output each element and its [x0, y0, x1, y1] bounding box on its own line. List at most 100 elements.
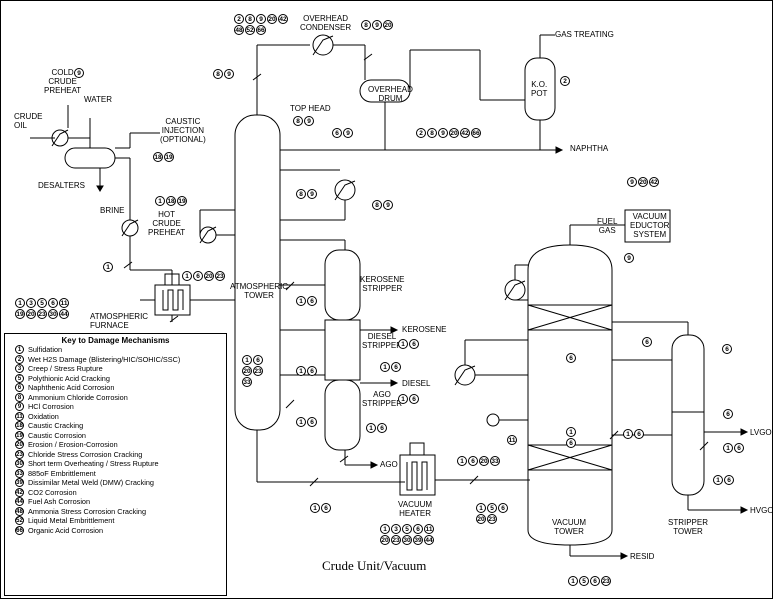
damage-marker: 6: [724, 475, 734, 485]
damage-marker: 23: [37, 309, 47, 319]
label-vacuum-eductor: VACUUM EDUCTOR SYSTEM: [630, 212, 670, 239]
label-vacuum-tower: VACUUM TOWER: [552, 518, 587, 536]
key-row: 52 Liquid Metal Embrittlement: [5, 516, 226, 526]
damage-marker: 1: [566, 427, 576, 437]
damage-marker: 6: [566, 438, 576, 448]
damage-marker: 1: [380, 524, 390, 534]
damage-marker: 6: [642, 337, 652, 347]
label-caustic-injection: CAUSTIC INJECTION (OPTIONAL): [160, 117, 206, 144]
markers-preheat-line: 1: [103, 262, 113, 272]
damage-marker: 6: [193, 271, 203, 281]
damage-marker: 23: [253, 366, 263, 376]
key-number: 23: [15, 449, 24, 459]
damage-marker: 23: [391, 535, 401, 545]
pumparound-exchanger: [334, 179, 356, 201]
damage-marker: 33: [490, 456, 500, 466]
markers-vac-bed1: 6: [566, 353, 576, 363]
key-number: 30: [15, 459, 24, 469]
damage-marker: 19: [15, 309, 25, 319]
label-top-head: TOP HEAD: [290, 104, 331, 113]
damage-marker: 1: [15, 298, 25, 308]
label-overhead-condenser: OVERHEAD CONDENSER: [300, 14, 352, 32]
vacuum-tower-vessel: [527, 244, 613, 546]
markers-stripper-feed: 6: [642, 337, 652, 347]
damage-marker: 6: [307, 296, 317, 306]
damage-marker: 20: [26, 309, 36, 319]
vacuum-mid-exchanger: [454, 364, 476, 386]
key-label: Caustic Corrosion: [28, 430, 86, 440]
vacuum-pump: [486, 413, 500, 427]
damage-marker: 8: [427, 128, 437, 138]
key-label: Short term Overheating / Stress Rupture: [28, 459, 159, 469]
hot-preheat-exchanger: [121, 219, 139, 237]
damage-marker: 1: [182, 271, 192, 281]
key-label: Ammonia Stress Corrosion Cracking: [28, 506, 147, 516]
label-atmospheric-tower: ATMOSPHERIC TOWER: [230, 282, 289, 300]
key-label: Liquid Metal Embrittlement: [28, 516, 115, 526]
label-diesel-stripper: DIESEL STRIPPER: [362, 332, 403, 350]
damage-marker: 6: [321, 503, 331, 513]
damage-marker: 11: [59, 298, 69, 308]
key-number: 18: [15, 421, 24, 431]
key-number: 42: [15, 487, 24, 497]
key-row: 18 Caustic Cracking: [5, 421, 226, 431]
damage-marker: 1: [713, 475, 723, 485]
damage-marker: 18: [166, 196, 176, 206]
damage-marker: 6: [634, 429, 644, 439]
label-ko-pot: K.O. POT: [531, 80, 548, 98]
key-label: Caustic Cracking: [28, 421, 84, 431]
markers-ko-pot: 2: [560, 76, 570, 86]
damage-marker: 23: [215, 271, 225, 281]
damage-marker: 30: [48, 309, 58, 319]
key-number: 52: [15, 516, 24, 526]
damage-marker: 1: [103, 262, 113, 272]
damage-marker: 19: [164, 152, 174, 162]
damage-marker: 6: [590, 576, 600, 586]
damage-marker: 9: [343, 128, 353, 138]
damage-marker: 9: [438, 128, 448, 138]
damage-marker: 20: [204, 271, 214, 281]
stripper-tower-vessel: [671, 334, 705, 496]
damage-marker: 1: [398, 339, 408, 349]
label-crude-oil: CRUDE OIL: [14, 112, 43, 130]
damage-marker: 6: [253, 355, 263, 365]
damage-marker: 1: [296, 296, 306, 306]
damage-marker: 44: [424, 535, 434, 545]
damage-marker: 20: [380, 535, 390, 545]
damage-marker: 42: [278, 14, 288, 24]
damage-marker: 66: [256, 25, 266, 35]
damage-marker: 11: [507, 435, 517, 445]
damage-marker: 3: [391, 524, 401, 534]
damage-marker: 8: [245, 14, 255, 24]
label-hvgo: HVGO: [750, 506, 773, 515]
markers-vac-top: 9: [624, 253, 634, 263]
damage-marker: 9: [372, 20, 382, 30]
damage-marker: 48: [234, 25, 244, 35]
damage-marker: 9: [307, 189, 317, 199]
